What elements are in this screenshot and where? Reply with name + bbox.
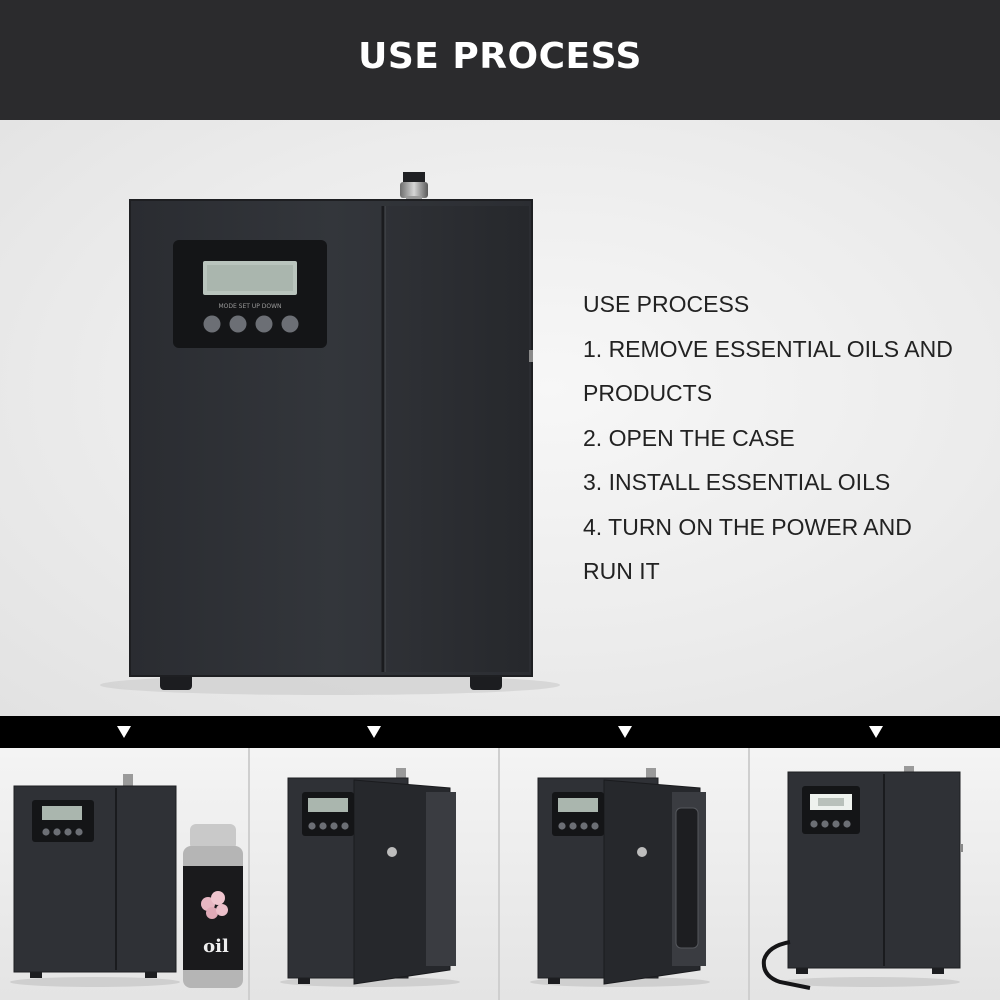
- bottle-label: oil: [203, 936, 229, 957]
- panel-divider: [748, 748, 750, 1000]
- diffuser-device-image: MODE SET UP DOWN: [100, 172, 560, 695]
- down-arrow-icon: [367, 726, 381, 738]
- arrow-bar: [0, 716, 1000, 748]
- panel-divider: [248, 748, 250, 1000]
- down-arrow-icon: [117, 726, 131, 738]
- page-title: USE PROCESS: [358, 35, 642, 77]
- use-process-steps: USE PROCESS 1. REMOVE ESSENTIAL OILS AND…: [583, 282, 983, 594]
- hero-section: MODE SET UP DOWN USE PROCESS 1. REMOVE E…: [0, 120, 1000, 716]
- step-2-image: [250, 748, 498, 1000]
- down-arrow-icon: [618, 726, 632, 738]
- step-line: 2. OPEN THE CASE: [583, 424, 795, 451]
- step-line: PRODUCTS: [583, 380, 713, 406]
- step-3-image: [500, 748, 748, 1000]
- step-line: 1. REMOVE ESSENTIAL OILS AND: [583, 335, 953, 362]
- svg-text:MODE SET UP DOWN: MODE SET UP DOWN: [218, 303, 281, 310]
- header-bar: USE PROCESS: [0, 0, 1000, 120]
- down-arrow-icon: [869, 726, 883, 738]
- step-line: 3. INSTALL ESSENTIAL OILS: [583, 469, 891, 495]
- step-line: RUN IT: [583, 558, 660, 584]
- step-line: 4. TURN ON THE POWER AND: [583, 513, 912, 540]
- step-4-image: [750, 748, 1000, 1000]
- step-1-image: oil: [0, 748, 248, 1000]
- panel-divider: [498, 748, 500, 1000]
- steps-heading: USE PROCESS: [583, 291, 750, 317]
